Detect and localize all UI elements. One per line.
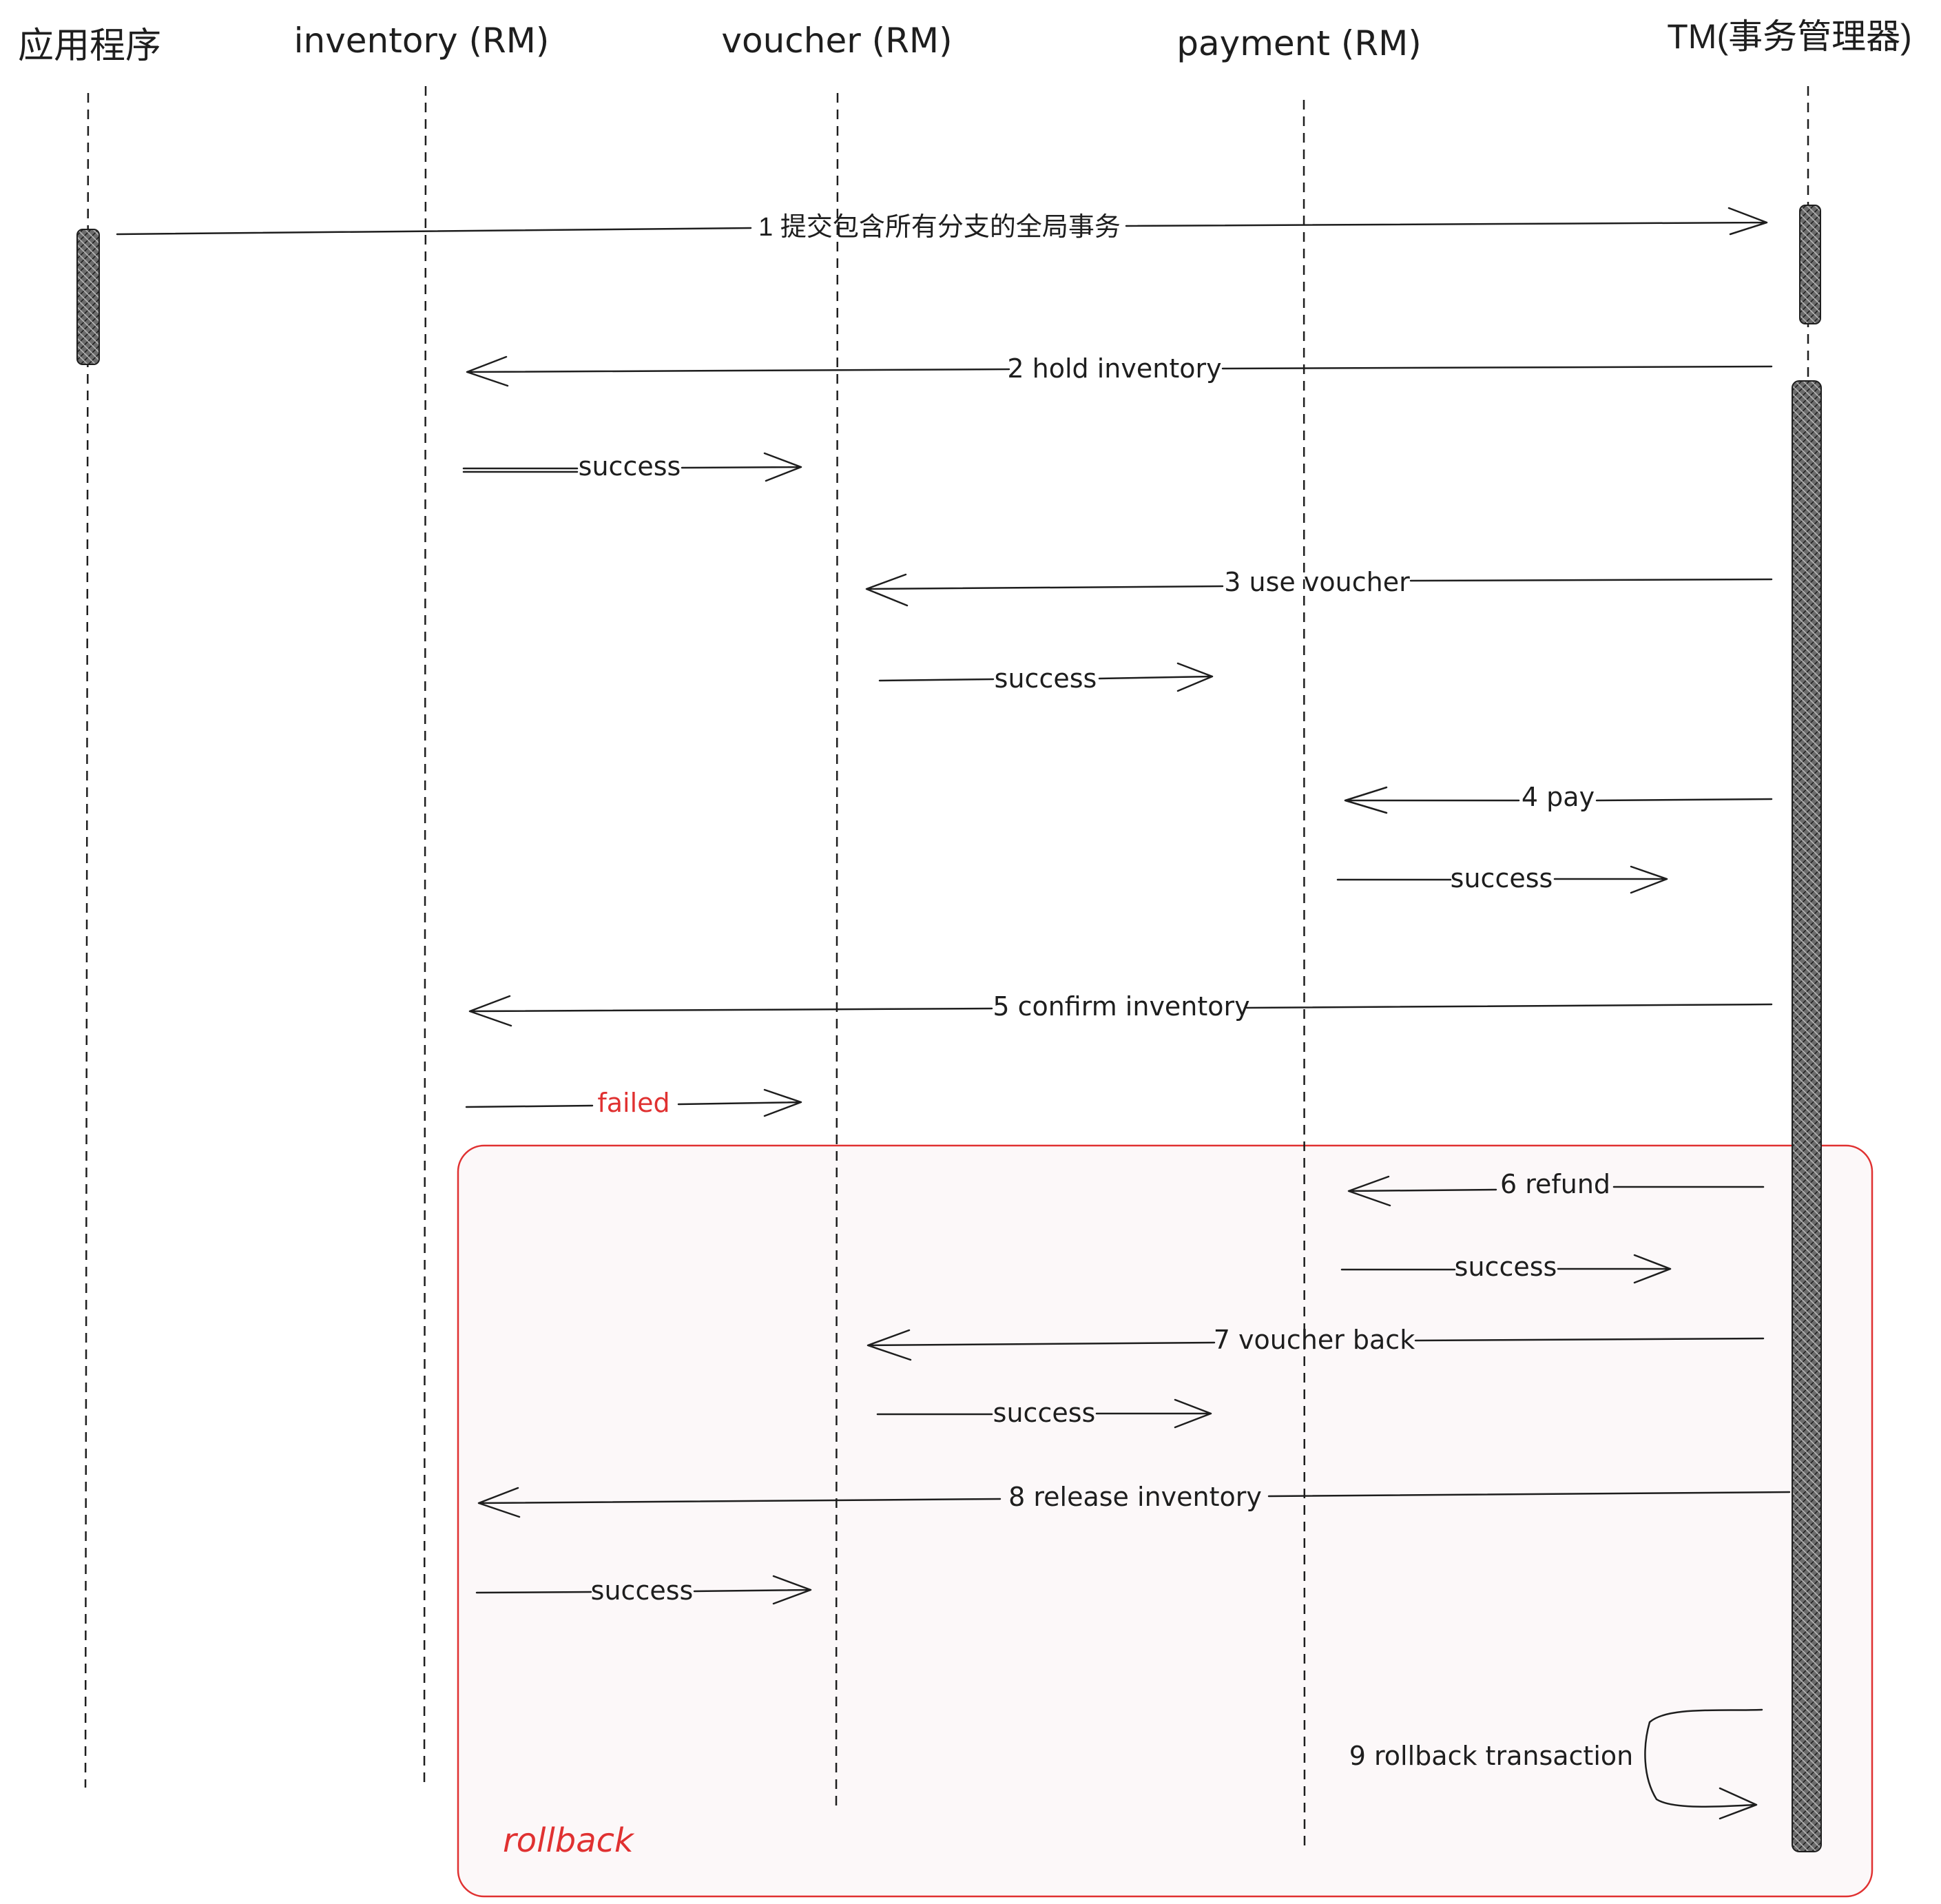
arrow-r6-success xyxy=(1340,1254,1672,1284)
label-m5: 5 confirm inventory xyxy=(993,991,1249,1022)
label-m9: 9 rollback transaction xyxy=(1349,1741,1633,1771)
arrow-8-release-inventory xyxy=(477,1487,1791,1518)
rollback-group-label: rollback xyxy=(503,1821,635,1860)
rollback-group-box xyxy=(457,1144,1873,1898)
arrow-4-pay xyxy=(1344,786,1773,814)
arrow-2-hold-inventory xyxy=(466,355,1773,387)
arrow-r5-failed xyxy=(465,1088,802,1117)
label-m1: 1 提交包含所有分支的全局事务 xyxy=(758,213,1121,242)
label-r5: failed xyxy=(597,1088,670,1118)
arrow-r8-success xyxy=(475,1575,812,1605)
arrow-r3-success xyxy=(878,662,1214,692)
arrow-6-refund xyxy=(1347,1175,1765,1207)
lifeline-voucher xyxy=(835,92,839,1812)
activation-app xyxy=(76,229,100,365)
participant-payment: payment (RM) xyxy=(1176,23,1422,63)
label-r8: success xyxy=(591,1575,694,1606)
arrow-r2-success xyxy=(462,452,802,482)
label-r6: success xyxy=(1455,1252,1557,1282)
activation-tm-2 xyxy=(1792,380,1822,1852)
label-m4: 4 pay xyxy=(1522,782,1595,812)
label-r7: success xyxy=(993,1398,1096,1428)
label-m8: 8 release inventory xyxy=(1008,1482,1262,1512)
arrow-r7-success xyxy=(876,1398,1212,1429)
lifeline-app xyxy=(84,92,90,1788)
label-r2: success xyxy=(579,451,681,482)
label-m7: 7 voucher back xyxy=(1214,1325,1415,1355)
arrow-r4-success xyxy=(1336,865,1668,894)
arrow-3-use-voucher xyxy=(865,573,1773,607)
arrow-9-rollback-self xyxy=(1644,1708,1763,1820)
label-m2: 2 hold inventory xyxy=(1007,353,1221,384)
lifeline-inventory xyxy=(423,85,427,1785)
label-m3: 3 use voucher xyxy=(1224,567,1410,597)
arrow-5-confirm-inventory xyxy=(468,995,1773,1027)
participant-inventory: inventory (RM) xyxy=(294,21,550,61)
participant-voucher: voucher (RM) xyxy=(721,21,952,61)
participant-app: 应用程序 xyxy=(18,26,161,66)
activation-tm-1 xyxy=(1799,205,1821,324)
label-m6: 6 refund xyxy=(1500,1169,1610,1199)
label-r4: success xyxy=(1451,863,1553,893)
lifeline-payment xyxy=(1302,99,1306,1847)
arrow-1-submit xyxy=(116,207,1768,236)
label-r3: success xyxy=(995,663,1097,694)
arrow-7-voucher-back xyxy=(866,1329,1765,1361)
participant-tm: TM(事务管理器) xyxy=(1667,17,1912,56)
